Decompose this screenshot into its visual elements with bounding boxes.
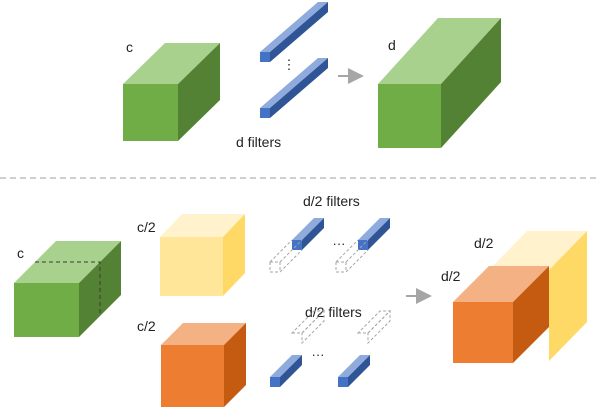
output-block-orange (453, 266, 549, 363)
filters-label-upper: d/2 filters (303, 193, 360, 209)
half-label-lower: c/2 (137, 318, 156, 334)
half-cube-yellow (160, 214, 245, 296)
top-filters-label: d filters (236, 134, 281, 150)
top-input-cube (123, 43, 220, 141)
top-output-cube (378, 18, 501, 148)
lower-filter-2 (338, 309, 392, 387)
top-filter-dots: ⋮ (283, 57, 296, 72)
bottom-input-cube (14, 241, 121, 337)
filters-dots-upper: ··· (333, 236, 346, 251)
filters-label-lower: d/2 filters (305, 304, 362, 320)
top-filter-upper (260, 2, 328, 62)
upper-filter-1 (269, 218, 324, 273)
output-block-yellow (489, 231, 587, 361)
output-label-front: d/2 (441, 268, 461, 284)
output-label-top: d/2 (474, 235, 494, 251)
top-output-label: d (388, 37, 396, 53)
half-label-upper: c/2 (137, 219, 156, 235)
bottom-input-label: c (17, 245, 24, 261)
half-cube-orange (161, 323, 246, 407)
top-filter-lower (260, 58, 328, 118)
lower-filter-1 (270, 309, 326, 387)
filters-dots-lower: ··· (312, 347, 325, 362)
top-input-label: c (126, 39, 133, 55)
upper-filter-2 (335, 218, 390, 273)
